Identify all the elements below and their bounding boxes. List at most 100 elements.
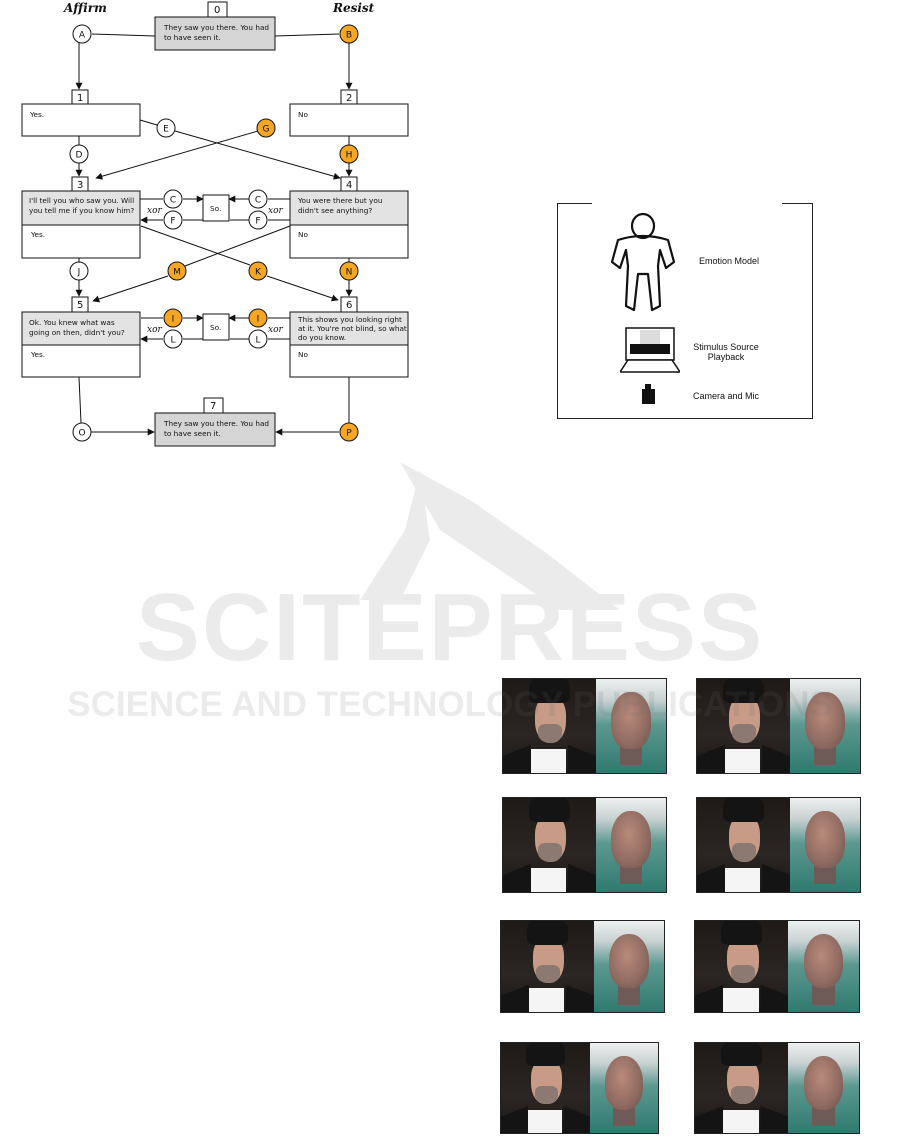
node-label-P: P: [346, 429, 352, 439]
avatar-render: [595, 798, 666, 892]
step-number-6: 6: [346, 300, 352, 311]
box-6-answer: No: [298, 350, 308, 359]
xor-label-1: xor: [147, 206, 162, 216]
stimulus-source-label: Stimulus Source Playback: [682, 342, 770, 362]
box-3: I'll tell you who saw you. Will you tell…: [21, 190, 141, 259]
so-upper-text: So.: [210, 204, 221, 213]
box-7: They saw you there. You had to have seen…: [154, 412, 276, 447]
node-label-B: B: [346, 31, 352, 41]
node-L-left: L: [163, 329, 183, 349]
node-A: A: [72, 24, 92, 44]
node-I-right: I: [248, 308, 268, 328]
xor-label-4: xor: [268, 325, 283, 335]
node-F-right: F: [248, 210, 268, 230]
node-label-F-right: F: [255, 217, 260, 227]
setup-diagram: Emotion Model Stimulus Source Playback C…: [557, 202, 813, 419]
video-frame-3: [502, 797, 667, 893]
so-lower-text: So.: [210, 323, 221, 332]
node-D: D: [69, 144, 89, 164]
avatar-render: [789, 679, 860, 773]
avatar-render: [789, 798, 860, 892]
step-number-0: 0: [214, 5, 220, 16]
actor-video: [503, 679, 596, 773]
node-label-J: J: [77, 268, 81, 278]
actor-video: [501, 921, 594, 1012]
step-number-4: 4: [346, 180, 352, 191]
node-J: J: [69, 261, 89, 281]
node-label-O: O: [78, 429, 85, 439]
xor-label-2: xor: [268, 206, 283, 216]
node-label-A: A: [79, 31, 86, 41]
node-H: H: [339, 144, 359, 164]
step-number-3: 3: [77, 180, 83, 191]
node-label-K: K: [255, 268, 262, 278]
node-label-D: D: [76, 151, 83, 161]
node-I-left: I: [163, 308, 183, 328]
box-5-line-1: Ok. You knew what was: [29, 318, 115, 327]
node-F-left: F: [163, 210, 183, 230]
emotion-model-label: Emotion Model: [698, 256, 760, 266]
avatar-render: [590, 1043, 658, 1133]
box-7-line-2: to have seen it.: [164, 429, 221, 438]
node-C-left: C: [163, 189, 183, 209]
laptop-icon: [620, 327, 680, 373]
box-5: Ok. You knew what was going on then, did…: [21, 311, 141, 378]
box-2-text: No: [298, 110, 308, 119]
node-label-L-right: L: [255, 336, 260, 346]
box-3-line-1: I'll tell you who saw you. Will: [29, 196, 134, 205]
actor-video: [501, 1043, 591, 1133]
box-5-answer: Yes.: [30, 350, 45, 359]
node-label-I-right: I: [257, 315, 260, 325]
video-frame-2: [696, 678, 861, 774]
stimulus-line-1: Stimulus Source: [693, 342, 759, 352]
node-K: K: [248, 261, 268, 281]
node-O: O: [72, 422, 92, 442]
so-box-lower: So.: [202, 313, 230, 341]
node-label-C-left: C: [170, 196, 176, 206]
box-0-line-1: They saw you there. You had: [163, 23, 269, 32]
box-1-text: Yes.: [29, 110, 44, 119]
box-6-line-3: do you know.: [298, 333, 346, 342]
node-L-right: L: [248, 329, 268, 349]
node-G: G: [256, 118, 276, 138]
node-label-F-left: F: [170, 217, 175, 227]
video-frame-8: [694, 1042, 860, 1134]
video-frame-7: [500, 1042, 659, 1134]
node-N: N: [339, 261, 359, 281]
flow-connectors: [75, 33, 353, 436]
box-6: This shows you looking right at it. You'…: [289, 311, 409, 378]
box-2: No: [289, 103, 409, 137]
node-E: E: [156, 118, 176, 138]
video-frame-6: [694, 920, 860, 1013]
box-0: They saw you there. You had to have seen…: [154, 16, 276, 51]
box-4: You were there but you didn't see anythi…: [289, 190, 409, 259]
resist-header: Resist: [332, 1, 375, 15]
camera-mic-label: Camera and Mic: [692, 391, 760, 401]
node-label-C-right: C: [255, 196, 261, 206]
avatar-render: [595, 679, 666, 773]
box-4-answer: No: [298, 230, 308, 239]
box-6-line-2: at it. You're not blind, so what: [298, 324, 407, 333]
box-3-answer: Yes.: [30, 230, 45, 239]
actor-video: [503, 798, 596, 892]
node-label-E: E: [163, 125, 169, 135]
node-C-right: C: [248, 189, 268, 209]
actor-video: [695, 921, 789, 1012]
actor-video: [695, 1043, 789, 1133]
setup-frame-gap: [592, 202, 782, 206]
person-top-view-icon: [610, 212, 676, 312]
box-5-line-2: going on then, didn't you?: [29, 328, 125, 337]
video-frame-1: [502, 678, 667, 774]
affirm-header: Affirm: [63, 1, 107, 15]
node-B: B: [339, 24, 359, 44]
step-number-5: 5: [77, 300, 83, 311]
actor-video: [697, 679, 790, 773]
box-3-line-2: you tell me if you know him?: [29, 206, 134, 215]
step-number-7: 7: [210, 401, 216, 412]
box-6-line-1: This shows you looking right: [297, 315, 402, 324]
node-M: M: [167, 261, 187, 281]
node-label-H: H: [346, 151, 353, 161]
video-frame-4: [696, 797, 861, 893]
step-number-1: 1: [77, 93, 83, 104]
